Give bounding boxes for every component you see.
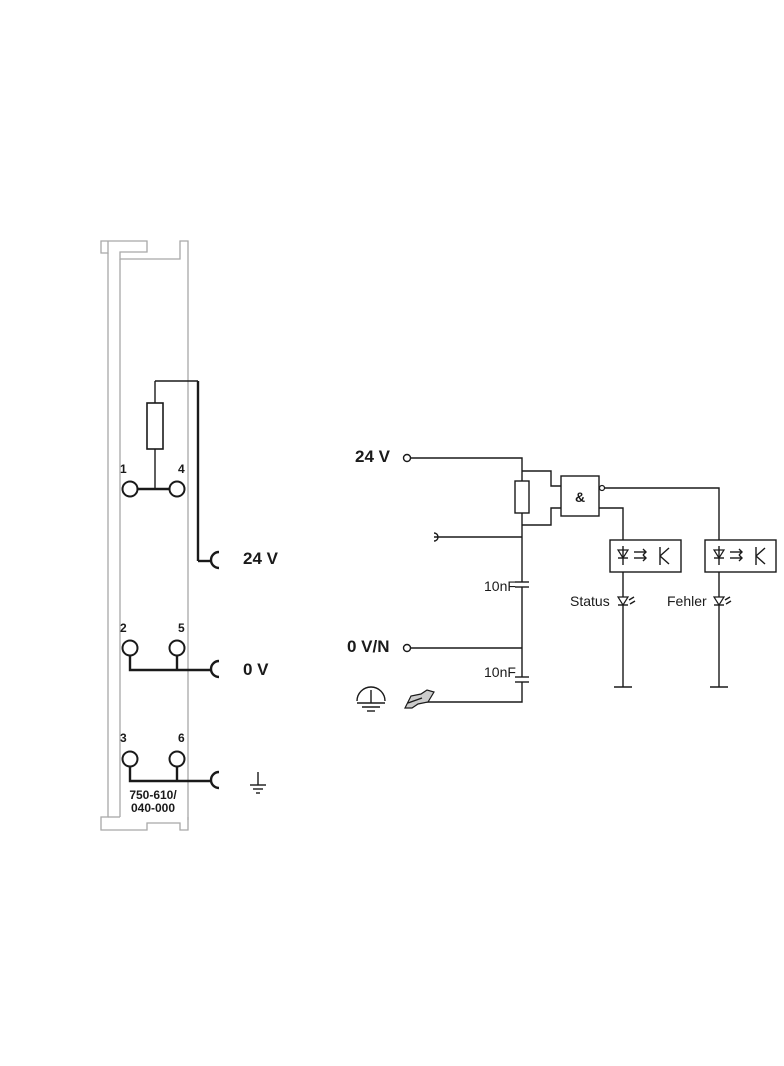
status-label: Status xyxy=(570,593,610,609)
protective-earth-icon xyxy=(356,686,386,712)
fehler-label: Fehler xyxy=(667,593,707,609)
connector-0v xyxy=(209,659,220,679)
terminal-3-label: 3 xyxy=(120,731,127,745)
capacitor-icon xyxy=(515,676,529,683)
terminal-4 xyxy=(168,480,186,498)
schematic-label-24v: 24 V xyxy=(355,447,391,466)
terminal-1-label: 1 xyxy=(120,462,127,476)
terminal-group-3-6: 3 6 xyxy=(120,731,220,790)
optocoupler-icon xyxy=(609,539,682,573)
fehler-led-chain xyxy=(710,572,732,688)
terminal-group-2-5: 2 5 xyxy=(120,621,220,679)
module-label-24v: 24 V xyxy=(243,549,279,568)
optocoupler-icon xyxy=(704,539,777,573)
din-rail-icon xyxy=(404,689,435,709)
capacitor-label-top: 10nF xyxy=(484,578,516,594)
capacitor-icon xyxy=(515,581,529,588)
led-icon xyxy=(616,596,636,607)
terminal-group-1-4: 1 4 xyxy=(120,462,186,498)
fuse-icon xyxy=(146,402,164,450)
capacitor-label-bottom: 10nF xyxy=(484,664,516,680)
input-terminal-24v xyxy=(402,453,412,463)
connector-pe xyxy=(209,770,220,790)
terminal-1 xyxy=(121,480,139,498)
module-housing xyxy=(100,240,189,831)
terminal-2-label: 2 xyxy=(120,621,127,635)
terminal-5-label: 5 xyxy=(178,621,185,635)
schematic-label-0vn: 0 V/N xyxy=(347,637,390,656)
input-terminal-0vn xyxy=(402,643,412,653)
fuse-icon xyxy=(514,480,530,514)
module-label-0v: 0 V xyxy=(243,660,269,679)
part-number-line2: 040-000 xyxy=(131,801,175,815)
and-gate-symbol: & xyxy=(575,489,585,505)
and-gate-icon xyxy=(560,475,600,517)
status-led-chain xyxy=(614,572,636,688)
terminal-5 xyxy=(168,639,186,657)
terminal-3 xyxy=(121,750,139,768)
terminal-2 xyxy=(121,639,139,657)
module-fuse-circuit xyxy=(146,380,220,570)
ground-icon xyxy=(250,772,266,794)
terminal-4-label: 4 xyxy=(178,462,185,476)
led-icon xyxy=(712,596,732,607)
part-number-line1: 750-610/ xyxy=(129,788,177,802)
connector-24v xyxy=(209,550,220,570)
schematic-wiring: & xyxy=(402,453,720,703)
terminal-6-label: 6 xyxy=(178,731,185,745)
terminal-6 xyxy=(168,750,186,768)
